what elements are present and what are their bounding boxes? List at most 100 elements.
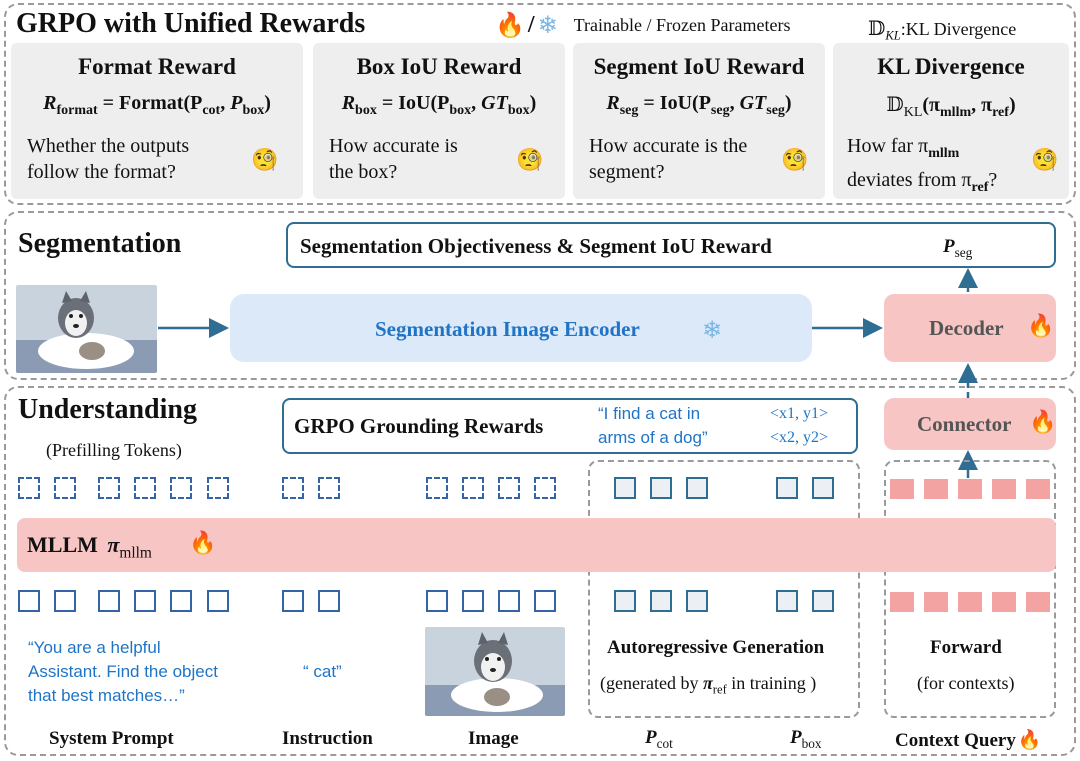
format-reward-card: Format Reward Rformat = Format(Pcot, Pbo… (11, 43, 303, 199)
understanding-title: Understanding (18, 394, 197, 425)
card-title: Box IoU Reward (356, 54, 522, 79)
snowflake-icon: ❄ (702, 316, 723, 344)
query-input-token (924, 592, 948, 612)
input-token (318, 590, 340, 612)
legend-kl: 𝔻KL:KL Divergence (868, 16, 1016, 44)
generated-input-token (614, 590, 636, 612)
kl-symbol-sub: KL (885, 28, 901, 43)
card-formula: 𝔻KL(πmllm, πref) (886, 92, 1016, 120)
p-box-label: Pbox (790, 727, 822, 751)
grpo-title: GRPO with Unified Rewards (16, 8, 366, 39)
card-formula: Rformat = Format(Pcot, Pbox) (43, 92, 271, 118)
output-token (170, 477, 192, 499)
kl-symbol: 𝔻 (868, 16, 886, 40)
input-token (462, 590, 484, 612)
input-token (282, 590, 304, 612)
dog-image-segmentation (16, 285, 157, 373)
p-seg-label: Pseg (943, 236, 973, 260)
input-token (207, 590, 229, 612)
snowflake-icon: ❄ (537, 11, 558, 39)
output-token (282, 477, 304, 499)
generated-token (812, 477, 834, 499)
system-prompt-text: “You are a helpful Assistant. Find the o… (28, 638, 218, 705)
input-token (18, 590, 40, 612)
image-label: Image (468, 728, 519, 749)
card-formula: Rseg = IoU(Pseg, GTseg) (606, 92, 792, 118)
thinking-face-icon: 🧐 (516, 147, 544, 172)
forward-group (884, 460, 1056, 718)
query-input-token (992, 592, 1016, 612)
segmentation-section (4, 211, 1076, 380)
input-token (98, 590, 120, 612)
output-token (54, 477, 76, 499)
output-token (207, 477, 229, 499)
output-token (318, 477, 340, 499)
legend-params: 🔥 / ❄ Trainable / Frozen Parameters (495, 10, 790, 40)
generated-token (776, 477, 798, 499)
card-title: Format Reward (78, 54, 236, 79)
segmentation-title: Segmentation (18, 228, 182, 259)
input-token (134, 590, 156, 612)
output-token (134, 477, 156, 499)
fire-icon: 🔥 (1029, 410, 1057, 435)
query-token (924, 479, 948, 499)
query-token (1026, 479, 1050, 499)
autoregressive-group (588, 460, 860, 718)
legend-params-text: Trainable / Frozen Parameters (573, 14, 791, 35)
thinking-face-icon: 🧐 (1031, 147, 1059, 172)
box-iou-reward-card: Box IoU Reward Rbox = IoU(Pbox, GTbox) H… (313, 43, 565, 199)
query-input-token (1026, 592, 1050, 612)
mllm-bar: MLLM πmllm 🔥 (17, 518, 1056, 572)
card-title: Segment IoU Reward (593, 54, 805, 79)
segmentation-image-encoder: Segmentation Image Encoder ❄ (230, 294, 812, 362)
encoder-label: Segmentation Image Encoder (375, 317, 640, 341)
output-token (534, 477, 556, 499)
instruction-label: Instruction (282, 728, 373, 749)
autoregressive-title: Autoregressive Generation (607, 637, 825, 658)
thinking-face-icon: 🧐 (251, 147, 279, 172)
forward-subtitle: (for contexts) (917, 673, 1015, 693)
objective-label: Segmentation Objectiveness & Segment IoU… (300, 234, 772, 258)
output-token (462, 477, 484, 499)
segment-iou-reward-card: Segment IoU Reward Rseg = IoU(Pseg, GTse… (573, 43, 825, 199)
generated-input-token (650, 590, 672, 612)
segmentation-objective-box: Segmentation Objectiveness & Segment IoU… (286, 222, 1056, 268)
connector-label: Connector (917, 412, 1012, 436)
context-query-label: Context Query🔥 (895, 729, 1042, 751)
output-token (426, 477, 448, 499)
grpo-section (4, 3, 1076, 205)
fire-icon: 🔥 (189, 531, 217, 556)
fire-icon: 🔥 (495, 11, 525, 39)
query-input-token (958, 592, 982, 612)
generated-token (686, 477, 708, 499)
query-input-token (890, 592, 914, 612)
p-cot-label: Pcot (645, 727, 673, 751)
card-formula: Rbox = IoU(Pbox, GTbox) (341, 92, 537, 118)
generated-token (614, 477, 636, 499)
connector-block: Connector 🔥 (884, 398, 1056, 450)
forward-title: Forward (930, 637, 1002, 658)
input-token (54, 590, 76, 612)
autoregressive-subtitle: (generated by πref in training ) (600, 673, 817, 697)
card-title: KL Divergence (877, 54, 1025, 79)
query-token (992, 479, 1016, 499)
card-desc: How far πmllm deviates from πref? (847, 135, 998, 195)
output-token (98, 477, 120, 499)
query-token (890, 479, 914, 499)
kl-legend-text: :KL Divergence (900, 19, 1017, 39)
understanding-section (4, 386, 1076, 756)
generated-input-token (686, 590, 708, 612)
decoder-block: Decoder 🔥 (884, 294, 1056, 362)
decoder-label: Decoder (929, 316, 1004, 340)
fire-icon: 🔥 (1017, 729, 1042, 751)
thinking-face-icon: 🧐 (781, 147, 809, 172)
input-token (498, 590, 520, 612)
input-token (534, 590, 556, 612)
system-prompt-label: System Prompt (49, 728, 174, 749)
generated-input-token (812, 590, 834, 612)
